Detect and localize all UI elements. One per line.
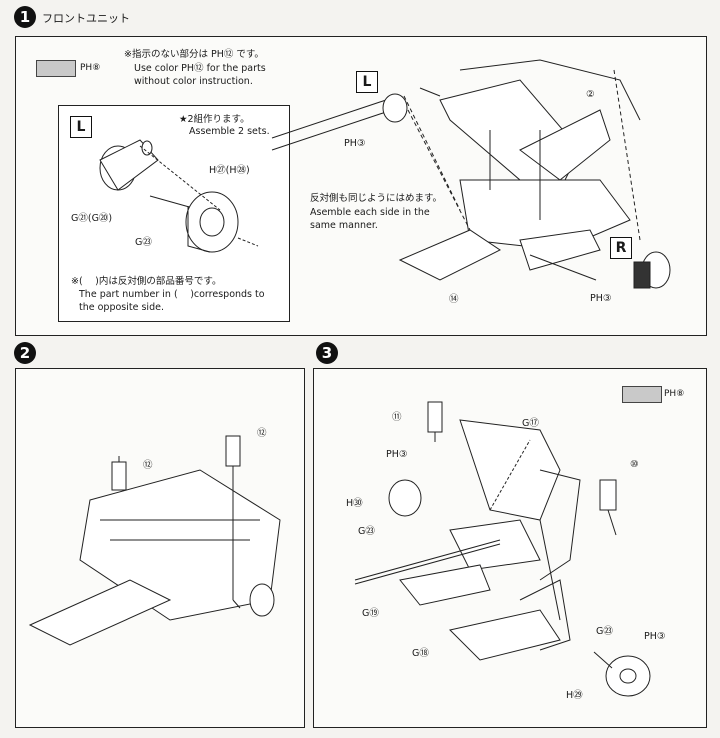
opposite-note-jp: ※( )内は反対側の部品番号です。 <box>71 276 222 287</box>
part-label-h29: H㉙ <box>566 690 583 701</box>
part-label-10: ⑩ <box>630 459 639 470</box>
paint-code: PH⑧ <box>80 63 101 73</box>
part-label-11: ⑪ <box>392 412 402 423</box>
each-side-note-jp: 反対側も同じようにはめます。 <box>310 193 443 204</box>
part-label-g19: G⑲ <box>362 608 379 619</box>
part-label-h30: H㉚ <box>346 498 363 509</box>
step-3-suspension-illustration <box>354 401 651 697</box>
step-1-number: 1 <box>14 6 36 28</box>
paint-swatch <box>36 60 76 77</box>
part-label-ph3-left: PH③ <box>344 138 366 149</box>
part-label-g21: G㉑(G⑳) <box>71 213 113 224</box>
assemble-note-en: Assemble 2 sets. <box>189 126 270 137</box>
color-note-jp: ※指示のない部分は PH⑫ です。 <box>124 49 264 60</box>
part-label-g23a: G㉓ <box>358 526 375 537</box>
color-note-en-2: without color instruction. <box>134 76 253 87</box>
part-label-g23: G㉓ <box>135 237 152 248</box>
part-label-g23b: G㉓ <box>596 626 613 637</box>
part-label-12b: ⑫ <box>257 428 267 439</box>
part-label-14: ⑭ <box>449 294 459 305</box>
paint-swatch-3 <box>622 386 662 403</box>
part-label-g17: G⑰ <box>522 418 539 429</box>
part-label-ph3-right: PH③ <box>590 293 612 304</box>
paint-code-3: PH⑧ <box>664 389 685 399</box>
step-2-chassis-illustration <box>28 435 281 646</box>
main-side-label-l: L <box>356 71 378 93</box>
step-2-number: 2 <box>14 342 36 364</box>
side-label-l: L <box>70 116 92 138</box>
sub-assembly-box: L ★2組作ります。 Assemble 2 sets. H㉗(H㉘) G㉑(G⑳… <box>58 105 290 322</box>
inset-hub-illustration <box>99 139 259 253</box>
part-label-ph3b: PH③ <box>644 631 666 642</box>
opposite-note-en-1: The part number in ( )corresponds to <box>79 289 265 300</box>
each-side-note-en-1: Asemble each side in the <box>310 207 430 218</box>
part-label-g18: G⑱ <box>412 648 429 659</box>
main-side-label-r: R <box>610 237 632 259</box>
front-unit-chassis-illustration <box>382 59 671 289</box>
part-label-ph3a: PH③ <box>386 449 408 460</box>
opposite-note-en-2: the opposite side. <box>79 302 164 313</box>
each-side-note-en-2: same manner. <box>310 220 378 231</box>
part-label-h27: H㉗(H㉘) <box>209 165 250 176</box>
color-note-en-1: Use color PH⑫ for the parts <box>134 63 266 74</box>
assemble-note-jp: ★2組作ります。 <box>179 114 250 125</box>
part-label-12a: ⑫ <box>143 460 153 471</box>
step-1-title: フロントユニット <box>42 12 130 25</box>
part-label-2: ② <box>586 89 595 100</box>
step-3-number: 3 <box>316 342 338 364</box>
